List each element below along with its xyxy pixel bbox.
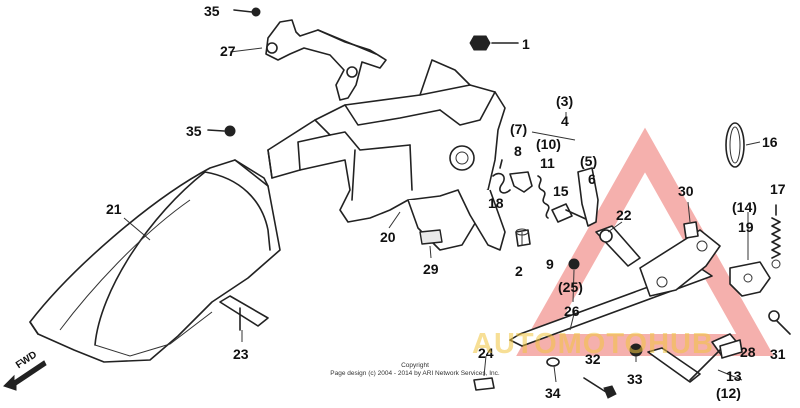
pedal-arm-26 — [509, 229, 721, 347]
callout-20[interactable]: 20 — [380, 229, 396, 245]
callout-16[interactable]: 16 — [762, 134, 778, 150]
washer-9 — [568, 258, 580, 270]
bracket-27 — [265, 19, 387, 101]
callout-1[interactable]: 1 — [522, 36, 530, 52]
callout-34[interactable]: 34 — [545, 385, 561, 401]
callout-30[interactable]: 30 — [678, 183, 694, 199]
callout-19[interactable]: 19 — [738, 219, 754, 235]
callout-p3[interactable]: (3) — [556, 93, 574, 109]
callout-6[interactable]: 6 — [588, 171, 596, 187]
callout-p10[interactable]: (10) — [536, 136, 561, 152]
pivot-15 — [551, 203, 589, 223]
callout-11[interactable]: 11 — [540, 155, 555, 171]
leader-lines — [123, 47, 761, 383]
callout-31[interactable]: 31 — [770, 346, 786, 362]
callout-35a[interactable]: 35 — [204, 3, 220, 19]
watermark-text: AUTOMOTOHUB — [472, 328, 714, 360]
callout-2[interactable]: 2 — [515, 263, 523, 279]
callout-9[interactable]: 9 — [546, 256, 554, 272]
callout-35b[interactable]: 35 — [186, 123, 202, 139]
callout-4[interactable]: 4 — [561, 113, 569, 129]
bolt-30 — [683, 221, 699, 239]
spring-17 — [771, 204, 781, 269]
callout-23[interactable]: 23 — [233, 346, 249, 362]
callout-24[interactable]: 24 — [478, 345, 494, 361]
clip-18 — [492, 159, 511, 194]
plate-29 — [419, 229, 443, 245]
o-ring-16 — [725, 122, 745, 168]
callout-26[interactable]: 26 — [564, 303, 580, 319]
callout-p25[interactable]: (25) — [558, 279, 583, 295]
callout-13[interactable]: 13 — [726, 368, 742, 384]
clip-24 — [473, 377, 495, 391]
callout-27[interactable]: 27 — [220, 43, 236, 59]
spring-11 — [537, 175, 550, 219]
callout-22[interactable]: 22 — [616, 207, 632, 223]
screw-35-mid — [207, 125, 236, 137]
callout-21[interactable]: 21 — [106, 201, 122, 217]
callout-28[interactable]: 28 — [740, 344, 756, 360]
callout-15[interactable]: 15 — [553, 183, 569, 199]
screw-35-top — [233, 7, 261, 17]
fwd-arrow — [3, 360, 47, 391]
callout-18[interactable]: 18 — [488, 195, 504, 211]
callout-p7[interactable]: (7) — [510, 121, 528, 137]
part-28 — [719, 339, 743, 359]
part-23-bracket — [219, 295, 269, 331]
callout-29[interactable]: 29 — [423, 261, 439, 277]
arm-6 — [577, 167, 599, 227]
shaft-22 — [595, 225, 641, 267]
callout-8[interactable]: 8 — [514, 143, 522, 159]
copyright-notice: Copyright Page design (c) 2004 - 2014 by… — [330, 362, 500, 377]
callout-p12[interactable]: (12) — [716, 385, 741, 401]
bolt-1 — [469, 35, 519, 51]
callout-32[interactable]: 32 — [585, 351, 601, 367]
bolt-32 — [583, 377, 617, 399]
switch-19 — [729, 261, 771, 297]
callout-p5[interactable]: (5) — [580, 153, 598, 169]
frame-assembly-20 — [267, 59, 506, 251]
washer-34 — [546, 357, 560, 367]
bracket-8 — [509, 171, 533, 193]
bolt-31 — [768, 310, 791, 335]
callout-17[interactable]: 17 — [770, 181, 786, 197]
collar-2 — [515, 228, 531, 247]
callout-p14[interactable]: (14) — [732, 199, 757, 215]
rear-fender-21 — [29, 159, 281, 363]
callout-33[interactable]: 33 — [627, 371, 643, 387]
